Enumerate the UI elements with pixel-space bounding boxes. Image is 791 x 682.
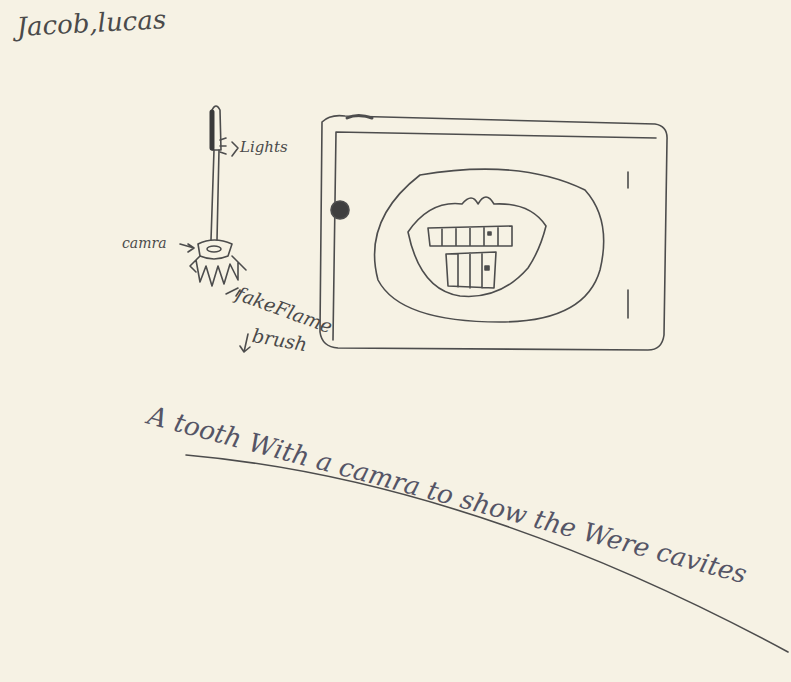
tablet-buttons	[627, 172, 629, 318]
tablet-camera	[331, 201, 349, 219]
lower-teeth	[446, 252, 496, 288]
brush-leader	[240, 334, 250, 352]
camera-housing	[198, 240, 232, 259]
upper-teeth	[428, 226, 512, 246]
brush-bristles	[210, 112, 215, 148]
caption-text: A tooth With a camra to show the Were ca…	[145, 402, 749, 587]
cavity-mark	[488, 232, 491, 235]
mouth-outline	[408, 197, 546, 296]
light-marks	[220, 138, 238, 156]
brush-handle	[211, 150, 219, 240]
tablet-mark	[347, 116, 372, 119]
part-label: Lights	[240, 140, 288, 155]
part-label: camra	[122, 236, 167, 250]
flame-bristles	[190, 256, 246, 286]
camera-leader	[180, 244, 194, 252]
brush-head	[212, 106, 221, 150]
camera-lens	[207, 246, 221, 252]
part-label: brush	[251, 326, 309, 354]
tablet-screen	[333, 132, 656, 340]
cavity-mark	[485, 266, 489, 270]
face-outline	[375, 169, 604, 322]
author-names: Jacob,lucas	[16, 6, 167, 40]
tablet-outline	[320, 116, 667, 350]
